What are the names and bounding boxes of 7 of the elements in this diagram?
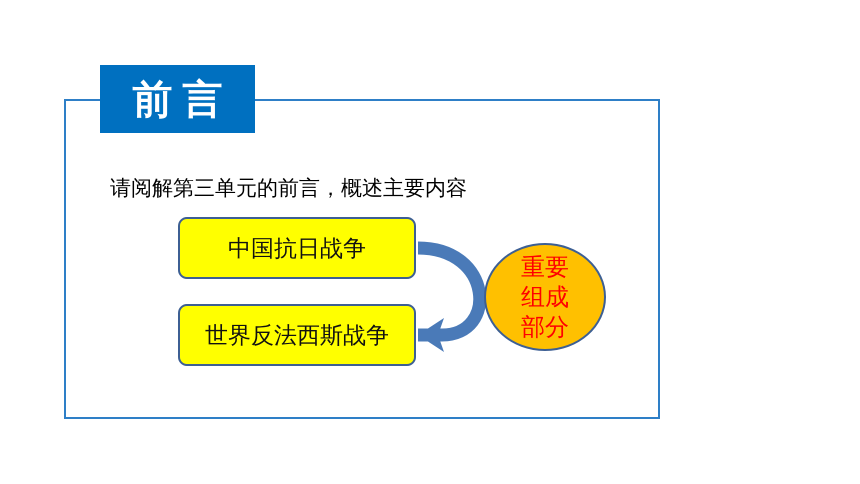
process-box: 中国抗日战争 xyxy=(178,217,416,279)
section-heading: 前言 xyxy=(132,76,232,124)
curved-arrow xyxy=(417,242,486,352)
heading-tab xyxy=(100,65,255,133)
instruction-text: 请阅解第三单元的前言，概述主要内容 xyxy=(110,175,467,202)
node-label: 重要组成部分 xyxy=(521,252,569,342)
process-box: 世界反法西斯战争 xyxy=(178,304,416,366)
